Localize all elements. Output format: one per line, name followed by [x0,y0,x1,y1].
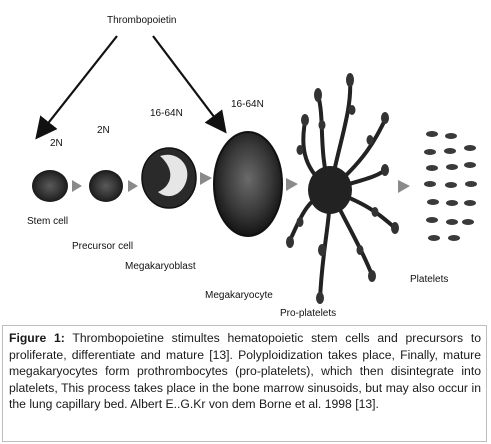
process-arrow-5 [398,180,410,193]
pro-platelet-body [308,166,352,214]
process-arrow-3 [200,172,212,185]
figure-caption: Figure 1: Thrombopoietine stimultes hema… [2,325,487,442]
thrombopoietin-label: Thrombopoietin [107,15,176,26]
stem-cell-shape [32,170,68,202]
ploidy-cyte-label: 16-64N [231,99,264,110]
platelets-shape [424,131,477,241]
ploidy-stem-label: 2N [50,138,63,149]
left-arrow [35,35,118,140]
caption-label: Figure 1: [9,331,65,345]
precursor-cell-label: Precursor cell [72,241,133,252]
process-arrow-1 [72,180,82,192]
megakaryoblast-label: Megakaryoblast [125,261,196,272]
precursor-cell-shape [89,170,123,202]
right-arrow [152,35,227,134]
stem-cell-label: Stem cell [27,216,68,227]
figure: Thrombopoietin 2N 2N 16-64N 16-64N [27,15,477,319]
megakaryoblast-nucleus [158,154,188,197]
figure-diagram: Thrombopoietin 2N 2N 16-64N 16-64N [27,15,477,319]
caption-text: Thrombopoietine stimultes hematopoietic … [9,331,481,412]
ploidy-blast-label: 16-64N [150,108,183,119]
ploidy-precursor-label: 2N [97,125,110,136]
process-arrow-4 [286,178,298,191]
pro-platelets-label: Pro-platelets [280,308,336,319]
pro-platelet-beads [286,73,399,304]
megakaryocyte-shape [213,131,283,237]
megakaryocyte-label: Megakaryocyte [205,290,273,301]
platelets-label: Platelets [410,274,448,285]
process-arrow-2 [128,180,138,192]
